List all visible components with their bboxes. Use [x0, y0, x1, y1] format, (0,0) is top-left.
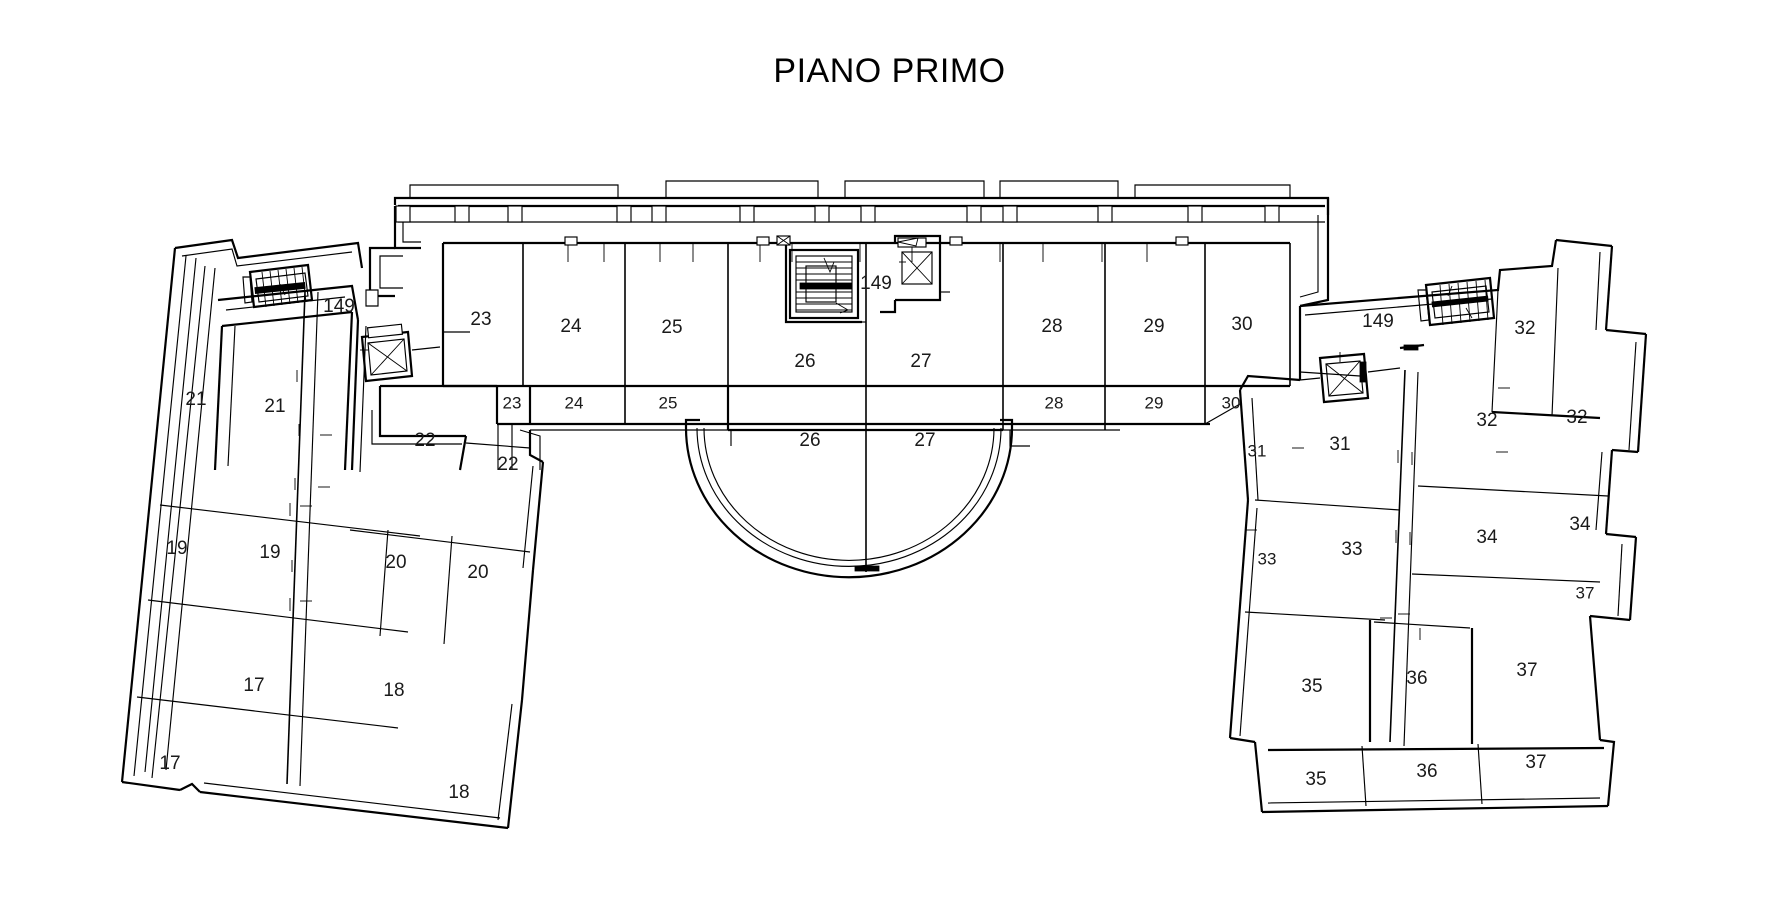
room-label: 149	[323, 296, 355, 317]
room-label: 17	[243, 675, 264, 696]
elevator-left	[360, 323, 441, 383]
room-label: 21	[185, 389, 206, 410]
northwest-return-wall	[365, 246, 403, 307]
room-label: 18	[448, 782, 469, 803]
room-label: 31	[1248, 441, 1267, 460]
room-label: 18	[383, 680, 404, 701]
room-label: 22	[414, 430, 435, 451]
room-label: 36	[1416, 761, 1437, 782]
room-label: 29	[1145, 393, 1164, 412]
room-label: 27	[914, 430, 935, 451]
room-label: 149	[860, 273, 892, 294]
room-label: 32	[1566, 407, 1587, 428]
room-label: 19	[259, 542, 280, 563]
room-label: 37	[1525, 752, 1546, 773]
room-label: 32	[1514, 318, 1535, 339]
page-title: PIANO PRIMO	[773, 52, 1006, 90]
room-label: 33	[1258, 549, 1277, 568]
room-label: 28	[1041, 316, 1062, 337]
room-labels-left: 21 21 149 22 22 19 19 20 20 17 18 17 18	[159, 296, 518, 803]
left-wing-partitions	[136, 265, 531, 787]
elevator-right	[1299, 352, 1401, 404]
right-wing-partitions	[1244, 267, 1609, 807]
room-label: 20	[385, 552, 406, 573]
room-label: 23	[470, 309, 491, 330]
room-label: 35	[1301, 676, 1322, 697]
room-label: 34	[1476, 527, 1498, 548]
stairwell-right	[1399, 276, 1496, 351]
room-labels-right: 149 32 31 31 32 32 33 33 34 34 37 35 36 …	[1248, 311, 1595, 790]
room-label: 35	[1305, 769, 1326, 790]
room-label: 36	[1406, 668, 1427, 689]
room-label: 37	[1516, 660, 1537, 681]
room-label: 22	[497, 454, 518, 475]
room-label: 23	[503, 393, 522, 412]
room-label: 24	[565, 393, 584, 412]
room-label: 24	[560, 316, 582, 337]
room-label: 30	[1222, 393, 1241, 412]
northeast-return-wall	[1298, 198, 1330, 338]
room-label: 28	[1045, 393, 1064, 412]
room-label: 26	[799, 430, 820, 451]
room-label: 30	[1231, 314, 1252, 335]
north-facade	[393, 180, 1330, 250]
room-label: 32	[1476, 410, 1497, 431]
room-label: 25	[661, 317, 682, 338]
room-label: 37	[1576, 583, 1595, 602]
room-label: 21	[264, 396, 285, 417]
room-label: 29	[1143, 316, 1164, 337]
right-wing-shell	[1228, 238, 1648, 814]
room-label: 17	[159, 753, 180, 774]
room-label: 149	[1362, 311, 1394, 332]
room-label: 26	[794, 351, 815, 372]
elevator-center	[880, 234, 950, 314]
room-label: 34	[1569, 514, 1591, 535]
stairwell-left	[242, 263, 314, 309]
stairwell-center	[776, 235, 866, 324]
room-label: 25	[659, 393, 678, 412]
semicircular-balcony	[684, 418, 1014, 579]
room-label: 31	[1329, 434, 1350, 455]
room-label: 27	[910, 351, 931, 372]
room-label: 19	[166, 538, 187, 559]
room-labels-center: 23 24 25 26 27 149 28 29 30 23 24 25 28 …	[470, 273, 1252, 451]
central-core-rooms	[726, 243, 1003, 560]
room-label: 20	[467, 562, 488, 583]
room-label: 33	[1341, 539, 1362, 560]
